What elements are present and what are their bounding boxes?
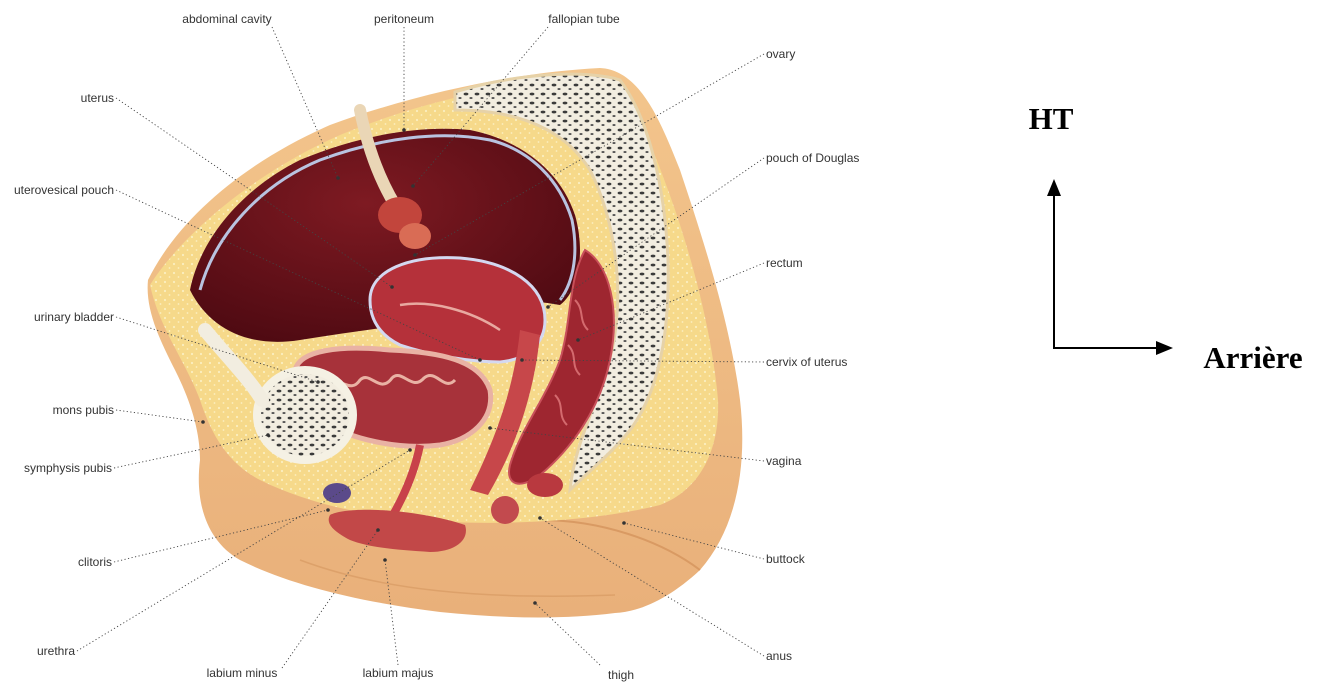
orientation-indicator: HT Arrière <box>1029 101 1303 375</box>
label-mons-pubis: mons pubis <box>53 403 114 417</box>
label-thigh: thigh <box>608 668 634 682</box>
label-buttock: buttock <box>766 552 806 566</box>
back-arrow-head <box>1156 341 1173 355</box>
labels-bottom: labium minus labium majus thigh <box>207 666 634 682</box>
label-clitoris: clitoris <box>78 555 112 569</box>
anal-sphincter <box>527 473 563 497</box>
label-anus: anus <box>766 649 792 663</box>
labels-left: uterus uterovesical pouch urinary bladde… <box>14 91 114 658</box>
label-labium-minus: labium minus <box>207 666 278 680</box>
orientation-up-label: HT <box>1029 101 1074 136</box>
label-urinary-bladder: urinary bladder <box>34 310 114 324</box>
up-arrow-head <box>1047 179 1061 196</box>
label-rectum: rectum <box>766 256 803 270</box>
label-pouch-of-douglas: pouch of Douglas <box>766 151 859 165</box>
label-fallopian-tube: fallopian tube <box>548 12 620 26</box>
label-vagina: vagina <box>766 454 802 468</box>
orientation-back-label: Arrière <box>1203 340 1302 375</box>
ovary-shape <box>399 223 431 249</box>
label-peritoneum: peritoneum <box>374 12 434 26</box>
label-cervix-of-uterus: cervix of uterus <box>766 355 847 369</box>
label-ovary: ovary <box>766 47 795 61</box>
labels-top: abdominal cavity peritoneum fallopian tu… <box>182 12 620 26</box>
leader-mons-pubis <box>116 410 203 422</box>
label-uterus: uterus <box>81 91 114 105</box>
perineal-muscle <box>491 496 519 524</box>
label-labium-majus: labium majus <box>363 666 434 680</box>
pubic-bone <box>257 370 353 460</box>
label-abdominal-cavity: abdominal cavity <box>182 12 271 26</box>
label-urethra: urethra <box>37 644 75 658</box>
label-uterovesical-pouch: uterovesical pouch <box>14 183 114 197</box>
label-symphysis-pubis: symphysis pubis <box>24 461 112 475</box>
labels-right: ovary pouch of Douglas rectum cervix of … <box>766 47 859 663</box>
pelvis-illustration <box>148 68 743 617</box>
